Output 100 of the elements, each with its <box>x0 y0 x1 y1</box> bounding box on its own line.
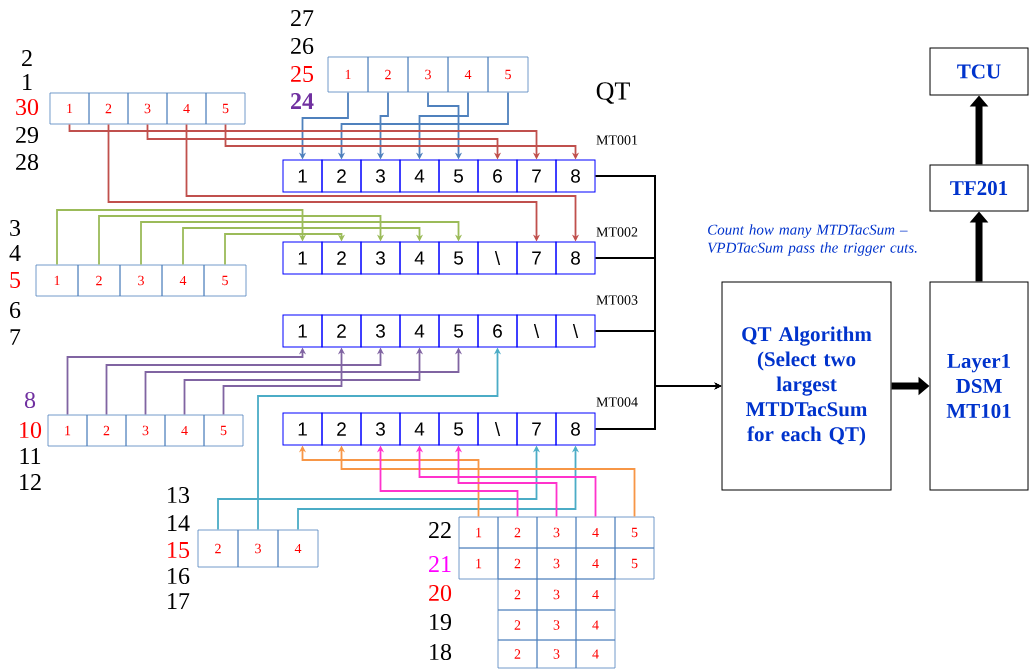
channel-box: 3 <box>536 516 577 549</box>
note-text: Count how many MTDTacSum – VPDTacSum pass the trigger cuts. <box>708 224 917 256</box>
arrow <box>182 227 424 266</box>
channel-number: 2 <box>22 50 32 66</box>
channel-box: 4 <box>164 414 205 447</box>
channel-box: 3 <box>407 56 449 93</box>
channel-number: 5 <box>10 272 21 288</box>
qt-channel-box: 3 <box>360 241 401 275</box>
qt-channel-box: 8 <box>555 159 596 193</box>
qt-channel-box: \ <box>477 412 518 446</box>
channel-box: 4 <box>166 92 207 125</box>
qt-channel-box: 2 <box>321 412 362 446</box>
channel-box: 2 <box>88 92 129 125</box>
qt-channel-box: 2 <box>321 159 362 193</box>
channel-number: 13 <box>168 486 190 504</box>
channel-box: 5 <box>203 264 247 297</box>
qt-channel-box: 7 <box>516 412 557 446</box>
channel-box: 4 <box>575 639 616 669</box>
board-label: MT003 <box>596 295 638 305</box>
channel-box: 2 <box>197 529 239 568</box>
channel-box: 1 <box>327 56 369 93</box>
qt-channel-box: 1 <box>282 241 323 275</box>
channel-box: 5 <box>614 547 655 580</box>
channel-box: 5 <box>203 414 244 447</box>
process-box: TF201 <box>929 164 1029 212</box>
qt-channel-box: 4 <box>399 159 440 193</box>
channel-box: 1 <box>458 547 499 580</box>
channel-number: 29 <box>16 126 38 144</box>
board-label: MT001 <box>596 135 638 145</box>
channel-number: 17 <box>168 593 190 609</box>
arrow <box>224 233 346 266</box>
channel-number: 6 <box>10 301 21 319</box>
channel-box: 1 <box>49 92 90 125</box>
qt-channel-box: 3 <box>360 412 401 446</box>
qt-channel-box: 4 <box>399 412 440 446</box>
channel-number: 4 <box>9 245 21 261</box>
arrow <box>98 215 385 266</box>
qt-channel-box: 3 <box>360 159 401 193</box>
channel-box: 2 <box>497 578 538 611</box>
qt-channel-box: 5 <box>438 241 479 275</box>
qt-channel-box: 5 <box>438 314 479 348</box>
channel-box: 4 <box>575 547 616 580</box>
board-label: MT004 <box>596 397 638 407</box>
channel-box: 3 <box>125 414 166 447</box>
qt-channel-box: 8 <box>555 412 596 446</box>
qt-channel-box: 3 <box>360 314 401 348</box>
qt-channel-box: 6 <box>477 159 518 193</box>
channel-box: 2 <box>497 516 538 549</box>
qt-channel-box: \ <box>477 241 518 275</box>
channel-number: 22 <box>429 522 451 538</box>
channel-number: 25 <box>291 65 314 83</box>
channel-number: 15 <box>168 541 190 559</box>
channel-box: 2 <box>367 56 409 93</box>
channel-number: 27 <box>291 10 314 26</box>
channel-number: 11 <box>20 448 41 464</box>
qt-channel-box: 2 <box>321 241 362 275</box>
qt-channel-box: \ <box>555 314 596 348</box>
process-box: Layer1 DSM MT101 <box>929 281 1029 491</box>
channel-box: 4 <box>575 516 616 549</box>
channel-box: 3 <box>119 264 163 297</box>
channel-box: 4 <box>447 56 489 93</box>
channel-number: 7 <box>10 329 21 345</box>
heading: QT <box>596 82 630 104</box>
channel-number: 20 <box>429 584 452 602</box>
qt-channel-box: 1 <box>282 159 323 193</box>
process-box: QT Algorithm (Select two largest MTDTacSum for each QT) <box>721 281 892 491</box>
channel-number: 8 <box>24 391 36 409</box>
qt-channel-box: 4 <box>399 241 440 275</box>
qt-channel-box: 8 <box>555 241 596 275</box>
channel-number: 14 <box>168 515 190 531</box>
channel-box: 4 <box>161 264 205 297</box>
channel-number: 30 <box>16 98 39 116</box>
channel-box: 2 <box>86 414 127 447</box>
qt-channel-box: 6 <box>477 314 518 348</box>
qt-channel-box: 7 <box>516 159 557 193</box>
qt-channel-box: 4 <box>399 314 440 348</box>
channel-box: 4 <box>575 578 616 611</box>
channel-number: 28 <box>16 153 39 171</box>
qt-channel-box: 1 <box>282 412 323 446</box>
arrow <box>56 209 307 266</box>
channel-number: 3 <box>10 219 21 237</box>
process-box: TCU <box>929 47 1029 96</box>
channel-number: 18 <box>430 643 452 661</box>
channel-number: 12 <box>20 474 41 490</box>
qt-channel-box: 5 <box>438 159 479 193</box>
channel-box: 3 <box>536 547 577 580</box>
arrow <box>140 221 463 266</box>
channel-box: 4 <box>575 609 616 641</box>
qt-channel-box: 1 <box>282 314 323 348</box>
channel-box: 5 <box>205 92 246 125</box>
channel-box: 2 <box>497 609 538 641</box>
channel-number: 19 <box>430 613 451 631</box>
channel-box: 3 <box>536 578 577 611</box>
channel-number: 21 <box>429 556 451 572</box>
channel-number: 16 <box>168 567 190 585</box>
channel-box: 4 <box>277 529 319 568</box>
qt-channel-box: 5 <box>438 412 479 446</box>
channel-box: 2 <box>77 264 121 297</box>
channel-box: 3 <box>536 609 577 641</box>
board-label: MT002 <box>596 227 638 237</box>
